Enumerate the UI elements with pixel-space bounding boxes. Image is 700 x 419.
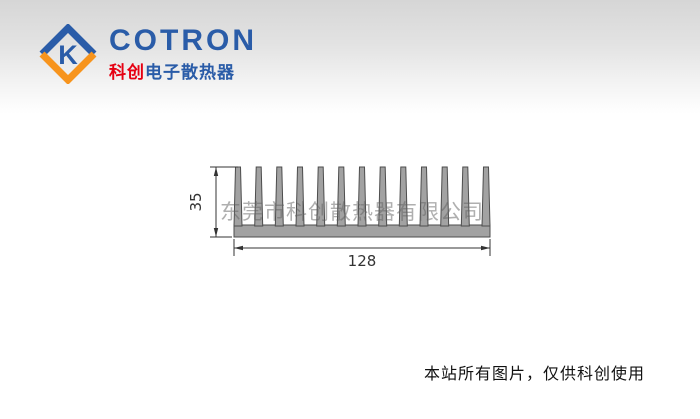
heatsink-fin	[419, 166, 429, 227]
height-dimension: 35	[187, 166, 238, 238]
heatsink-fin	[378, 166, 388, 227]
brand-name: COTRON	[109, 23, 257, 57]
heatsink-fin	[254, 166, 264, 227]
heatsink-fin	[481, 166, 491, 227]
brand-header: K COTRON 科创电子散热器	[0, 0, 700, 114]
heatsink-fin	[295, 166, 305, 227]
arrow-up-icon	[213, 167, 219, 176]
arrow-right-icon	[481, 245, 490, 251]
heatsink-base	[233, 224, 491, 238]
arrow-down-icon	[213, 228, 219, 237]
logo-letter: K	[58, 40, 78, 70]
heatsink-fin	[233, 166, 243, 227]
width-dimension: 128	[233, 239, 491, 270]
heatsink-fin	[336, 166, 346, 227]
brand-subtitle-primary: 科创	[109, 63, 145, 83]
heatsink-fin	[274, 166, 284, 227]
heatsink-fin	[357, 166, 367, 227]
heatsink-profile-drawing: 35 128	[187, 166, 491, 270]
brand-subtitle: 科创电子散热器	[109, 58, 257, 83]
heatsink-fin	[440, 166, 450, 227]
cotron-logo: K COTRON 科创电子散热器	[38, 24, 257, 84]
heatsink-fin	[460, 166, 470, 227]
heatsink-fins	[233, 166, 491, 227]
usage-notice: 本站所有图片，仅供科创使用	[424, 366, 646, 383]
height-dimension-label: 35	[187, 192, 205, 211]
logo-k-diamond-icon: K	[39, 24, 97, 84]
width-dimension-label: 128	[348, 252, 377, 270]
logo-text-block: COTRON 科创电子散热器	[109, 25, 257, 84]
heatsink-fin	[316, 166, 326, 227]
brand-subtitle-secondary: 电子散热器	[145, 63, 235, 83]
arrow-left-icon	[234, 245, 243, 251]
drawing-area: 东莞市科创散热器有限公司 35 128	[0, 114, 700, 374]
heatsink-fin	[398, 166, 408, 227]
